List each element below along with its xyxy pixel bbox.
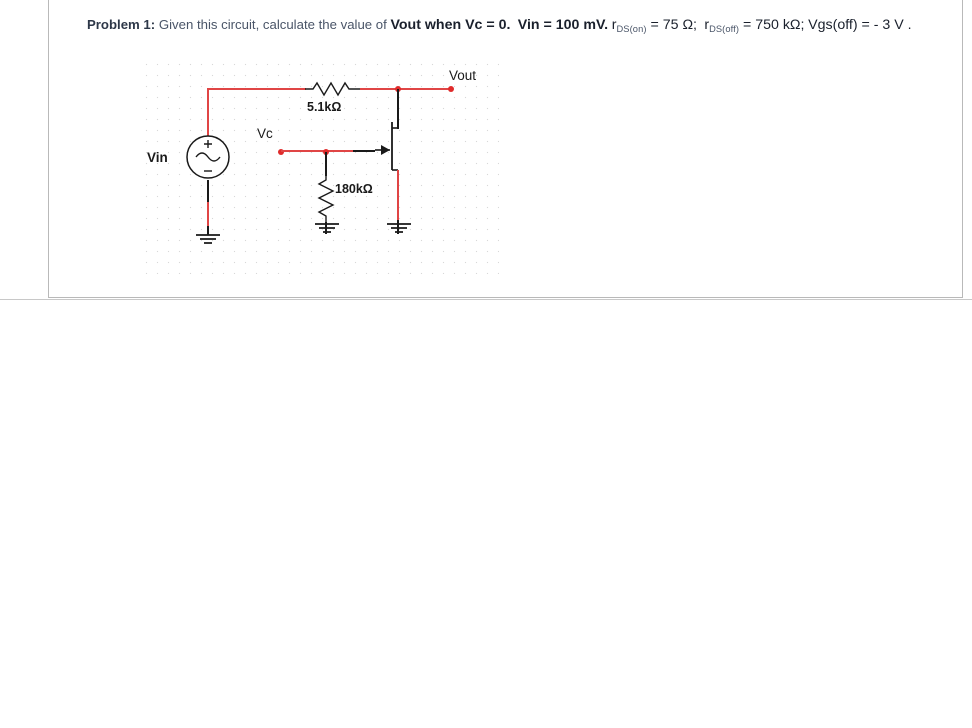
problem-statement: Problem 1: Given this circuit, calculate… [87,16,953,35]
resistor-180k-symbol [317,174,335,224]
problem-emph-vout: Vout when Vc = 0. [390,17,511,33]
r-ds-off-symbol: r [704,17,710,33]
r-ds-on-symbol: r [611,17,617,33]
r-ds-on-subscript: DS(on) [616,24,647,34]
wire-rail-left [207,88,306,90]
wire-drain-to-rail [397,89,399,129]
label-vin: Vin [147,150,168,165]
wire-gate-rail [281,150,353,152]
label-vc: Vc [257,126,273,141]
wire-ground-lead-source-terminal [397,220,399,234]
page-divider [0,299,972,300]
ground-gate [315,223,339,233]
r-ds-on-value: = 75 Ω; [646,17,697,33]
transistor-jfet [375,122,398,171]
problem-card: Problem 1: Given this circuit, calculate… [48,0,963,298]
wire-rail-right [360,88,452,90]
voltage-source-vin [186,135,230,179]
r-ds-off-subscript: DS(off) [709,24,740,34]
problem-label: Problem 1 [87,17,151,32]
terminal-dot-vc [278,149,284,155]
wire-source-to-ground [207,202,209,230]
problem-intro: Given this circuit, calculate the value … [155,17,391,32]
label-r-drain: 5.1kΩ [307,100,342,114]
vgs-off-value: Vgs(off) = - 3 V . [808,17,912,33]
wire-ground-lead-source [207,226,209,235]
wire-source-to-rail-vertical [207,88,209,152]
problem-space-1 [510,17,517,32]
r-ds-off-value: = 750 kΩ; [739,17,805,33]
circuit-diagram: Vout 5.1kΩ Vin Vc [139,56,499,274]
label-r-gate: 180kΩ [335,182,373,196]
resistor-5k1-symbol [305,81,361,97]
wire-source-bottom-black [207,180,209,202]
wire-source-terminal-down [397,170,399,226]
label-vout: Vout [449,68,477,83]
ground-source [196,234,220,244]
problem-colon: : [150,17,156,32]
problem-emph-vin: Vin = 100 mV. [517,17,609,33]
terminal-dot-vout [448,86,454,92]
wire-gate-node-to-r180k [325,152,327,176]
ground-source-terminal [387,223,411,233]
wire-gate-to-transistor [353,150,375,152]
